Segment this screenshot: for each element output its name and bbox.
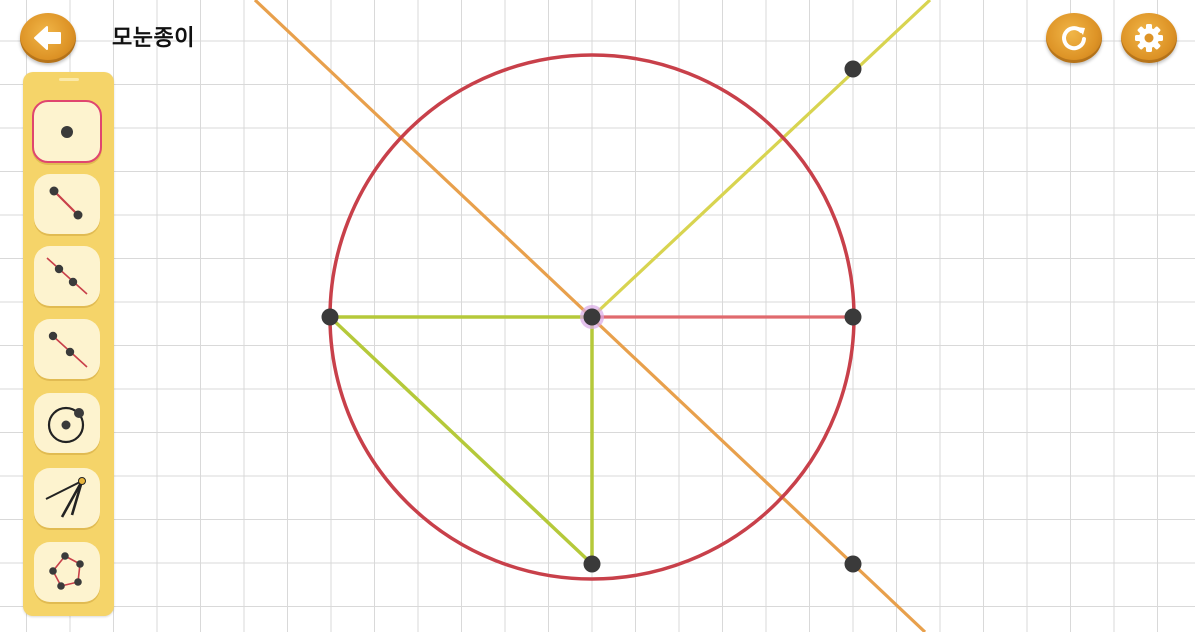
- segment-icon: [49, 186, 83, 220]
- tool-circle[interactable]: [34, 393, 100, 453]
- yellow-ray[interactable]: [590, 0, 932, 319]
- line-icon: [46, 257, 88, 295]
- point-center[interactable]: [583, 308, 601, 326]
- gear-icon: [1135, 24, 1163, 52]
- settings-button[interactable]: [1121, 13, 1177, 63]
- tool-segment[interactable]: [34, 174, 100, 234]
- polygon-icon: [49, 552, 84, 590]
- point-ray-upper[interactable]: [844, 60, 862, 78]
- ray-icon: [48, 331, 88, 368]
- point-line-lower[interactable]: [844, 555, 862, 573]
- segment-left-to-bottom[interactable]: [328, 315, 594, 566]
- tool-ray[interactable]: [34, 319, 100, 379]
- arrow-left-icon: [34, 26, 61, 50]
- tool-point[interactable]: [32, 100, 102, 163]
- tool-compass[interactable]: [34, 468, 100, 528]
- page-title: 모눈종이: [112, 26, 195, 51]
- tool-polygon[interactable]: [34, 542, 100, 602]
- circle-icon: [47, 406, 85, 444]
- point-right[interactable]: [844, 308, 862, 326]
- tool-line[interactable]: [34, 246, 100, 306]
- reset-button[interactable]: [1046, 13, 1102, 63]
- back-button[interactable]: [20, 13, 76, 63]
- compass-icon: [45, 477, 86, 518]
- point-icon: [61, 125, 73, 138]
- refresh-icon: [1062, 26, 1086, 51]
- tool-palette: [23, 72, 114, 616]
- point-left[interactable]: [321, 308, 339, 326]
- point-bottom[interactable]: [583, 555, 601, 573]
- palette-handle[interactable]: [59, 78, 79, 81]
